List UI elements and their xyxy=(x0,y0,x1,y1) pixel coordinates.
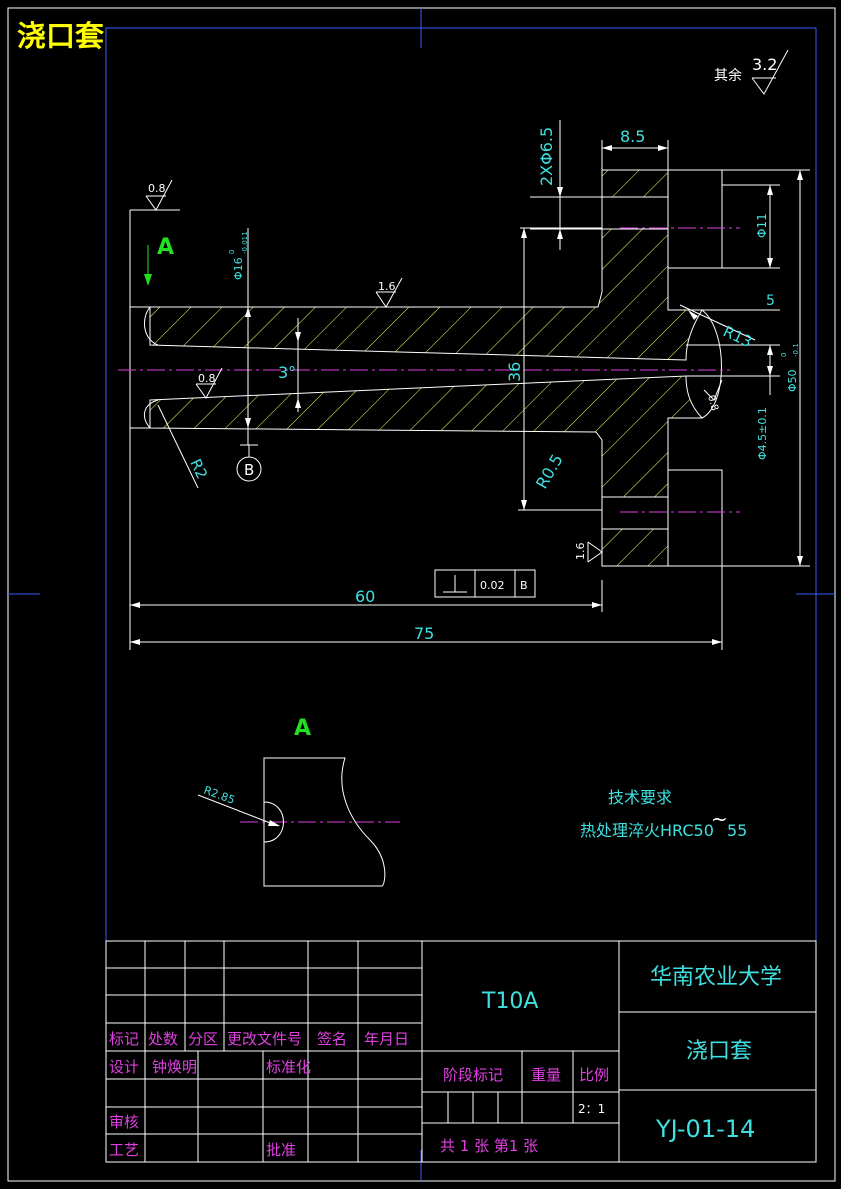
dim-5: 5 xyxy=(766,293,775,309)
tb-header-3: 更改文件号 xyxy=(227,1030,302,1048)
view-a-arrow xyxy=(144,245,152,286)
section-a-label: A xyxy=(294,716,311,741)
roughness-symbols xyxy=(145,179,723,563)
datum-b-symbol xyxy=(236,444,262,482)
dim-holes: 2XΦ6.5 xyxy=(537,127,556,186)
tb-scale: 2：1 xyxy=(578,1102,605,1116)
dim-r13: R13 xyxy=(720,322,754,351)
datum-b-label: B xyxy=(244,461,254,479)
dim-r2: R2 xyxy=(186,456,211,482)
tb-drawing-no: YJ-01-14 xyxy=(655,1115,755,1143)
tb-header-4: 签名 xyxy=(317,1030,347,1048)
tb-standardize-label: 标准化 xyxy=(266,1058,311,1076)
tolerance-value: 0.02 xyxy=(480,579,505,592)
center-lines xyxy=(118,227,740,823)
tb-approve-label: 批准 xyxy=(266,1141,296,1159)
roughness-top: 0.8 xyxy=(148,182,166,195)
tb-part-name: 浇口套 xyxy=(686,1039,752,1064)
dim-dia-16-tol-upper: 0 xyxy=(228,250,236,254)
tolerance-frame xyxy=(434,569,536,598)
tb-header-0: 标记 xyxy=(109,1030,139,1048)
tb-header-5: 年月日 xyxy=(364,1030,409,1048)
tb-school: 华南农业大学 xyxy=(650,965,782,990)
tech-tilde: ~ xyxy=(711,807,728,831)
dim-dia-50-tol-lower: -0.1 xyxy=(792,343,800,357)
section-a-view xyxy=(263,757,386,887)
tb-weight-label: 重量 xyxy=(531,1066,561,1084)
tb-scale-label: 比例 xyxy=(579,1066,609,1084)
part-section xyxy=(129,169,723,650)
dim-dia-4-5: Φ4.5±0.1 xyxy=(756,407,769,460)
dim-r0-5: R0.5 xyxy=(532,451,567,492)
tb-header-1: 处数 xyxy=(148,1030,178,1048)
roughness-other-symbol xyxy=(751,49,789,95)
dim-36: 36 xyxy=(505,362,524,382)
tech-line1: 热处理淬火HRC50 xyxy=(580,821,714,840)
tb-header-2: 分区 xyxy=(188,1030,218,1048)
tb-material: T10A xyxy=(481,989,538,1014)
dim-8-5: 8.5 xyxy=(620,127,645,146)
roughness-bore: 1.6 xyxy=(378,280,396,293)
tb-stage-label: 阶段标记 xyxy=(443,1066,503,1084)
tb-process-label: 工艺 xyxy=(109,1141,139,1159)
drawing-title: 浇口套 xyxy=(17,19,104,53)
dim-dia-50: Φ50 xyxy=(786,369,799,392)
dimension-arrows xyxy=(130,145,803,826)
tolerance-ref: B xyxy=(520,579,528,592)
dim-75: 75 xyxy=(414,624,434,643)
roughness-other-label: 其余 xyxy=(714,67,742,84)
view-a-label: A xyxy=(157,235,174,260)
dim-dia-16-tol-lower: -0.011 xyxy=(241,231,249,254)
dim-60: 60 xyxy=(355,587,375,606)
dim-angle: 3° xyxy=(278,363,296,382)
roughness-right: 0.8 xyxy=(705,394,720,412)
title-block xyxy=(105,940,817,1163)
tb-sheets: 共 1 张 第1 张 xyxy=(440,1137,538,1155)
roughness-low: 1.6 xyxy=(574,543,587,561)
dim-dia-50-tol-upper: 0 xyxy=(780,353,788,357)
tech-line2: 55 xyxy=(727,821,747,840)
dim-dia-16: Φ16 xyxy=(232,257,245,280)
roughness-bore-2: 0.8 xyxy=(198,372,216,385)
tb-review-label: 审核 xyxy=(109,1113,139,1131)
tb-design-label: 设计 xyxy=(109,1058,139,1076)
dimension-lines xyxy=(130,120,810,827)
dim-dia-11: Φ11 xyxy=(755,213,769,238)
roughness-other-value: 3.2 xyxy=(752,55,777,74)
tech-heading: 技术要求 xyxy=(608,788,672,807)
tb-designer: 钟焕明 xyxy=(152,1058,197,1076)
